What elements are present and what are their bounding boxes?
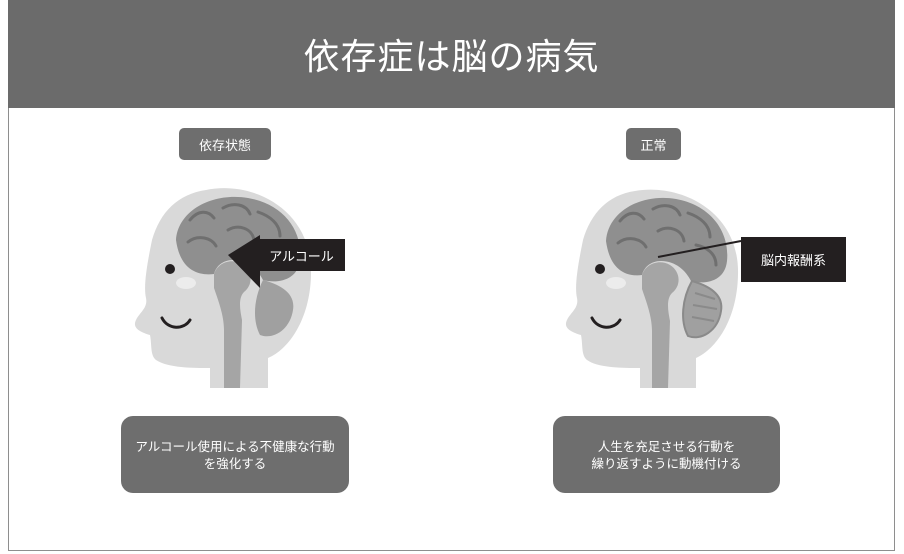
reward-pointer-line (657, 240, 742, 258)
normal-description: 人生を充足させる行動を 繰り返すように動機付ける (553, 416, 780, 493)
addicted-brain-illustration (134, 188, 312, 388)
addicted-description-line-1: アルコール使用による不健康な行動 (135, 438, 335, 454)
normal-description-line-1: 人生を充足させる行動を (597, 438, 736, 454)
reward-system-label: 脳内報酬系 (741, 237, 846, 282)
addicted-description: アルコール使用による不健康な行動 を強化する (121, 416, 349, 493)
slide-title: 依存症は脳の病気 (303, 37, 600, 78)
addicted-description-line-2: を強化する (203, 455, 267, 471)
alcohol-arrow-label: アルコール (258, 239, 345, 271)
slide-header: 依存症は脳の病気 (8, 0, 895, 108)
normal-state-tag: 正常 (626, 128, 681, 160)
alcohol-arrow-head (228, 235, 260, 288)
normal-brain-illustration (565, 189, 742, 388)
normal-description-line-2: 繰り返すように動機付ける (591, 455, 742, 471)
addicted-state-tag: 依存状態 (179, 128, 271, 160)
